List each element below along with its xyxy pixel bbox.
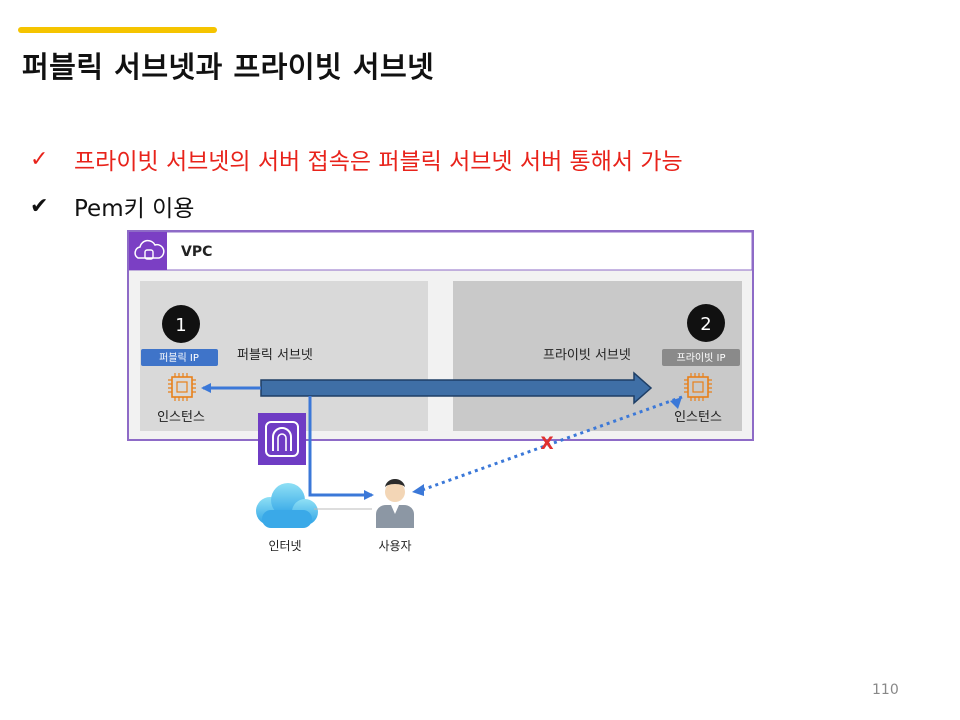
title-accent-bar: [18, 27, 217, 33]
bullet-text: 프라이빗 서브넷의 서버 접속은 퍼블릭 서브넷 서버 통해서 가능: [74, 149, 683, 175]
arrow-to-user: [308, 396, 374, 500]
private-ip-tag: [662, 349, 740, 366]
badge-2: [687, 304, 725, 342]
page-number: 110: [872, 682, 899, 698]
private-instance-label: 인스턴스: [674, 410, 722, 425]
user-label: 사용자: [378, 539, 411, 553]
blocked-path-arrowhead-2: [670, 397, 682, 409]
public-instance-label: 인스턴스: [157, 410, 205, 425]
user-icon: [376, 479, 414, 528]
vpc-header: [128, 231, 753, 271]
badge-2-number: 2: [700, 314, 711, 335]
check-icon: ✓: [30, 146, 49, 172]
slide-title: 퍼블릭 서브넷과 프라이빗 서브넷: [22, 50, 435, 84]
bullet-text: Pem키 이용: [74, 196, 195, 222]
ssh-hop-arrow: [260, 371, 653, 405]
private-subnet-label: 프라이빗 서브넷: [543, 348, 631, 363]
private-instance-icon: [684, 373, 712, 401]
bullet-pem-key: ✔ Pem키 이용: [30, 189, 194, 223]
internet-gateway-icon: [258, 413, 306, 465]
internet-cloud-icon: [256, 483, 318, 528]
private-ip-tag-text: 프라이빗 IP: [677, 352, 726, 364]
internet-label: 인터넷: [268, 539, 301, 553]
public-subnet-label: 퍼블릭 서브넷: [237, 348, 313, 363]
public-ip-tag-text: 퍼블릭 IP: [159, 352, 199, 364]
bullet-private-access: ✓ 프라이빗 서브넷의 서버 접속은 퍼블릭 서브넷 서버 통해서 가능: [30, 142, 683, 176]
check-icon: ✔: [30, 193, 49, 219]
vpc-cloud-icon: [134, 239, 165, 260]
blocked-x-mark: X: [540, 434, 553, 454]
badge-1-number: 1: [175, 315, 186, 336]
vpc-label: VPC: [181, 244, 212, 260]
badge-1: [162, 305, 200, 343]
public-instance-icon: [168, 373, 196, 401]
blocked-path-arrowhead: [412, 484, 424, 496]
public-ip-tag: [141, 349, 218, 366]
